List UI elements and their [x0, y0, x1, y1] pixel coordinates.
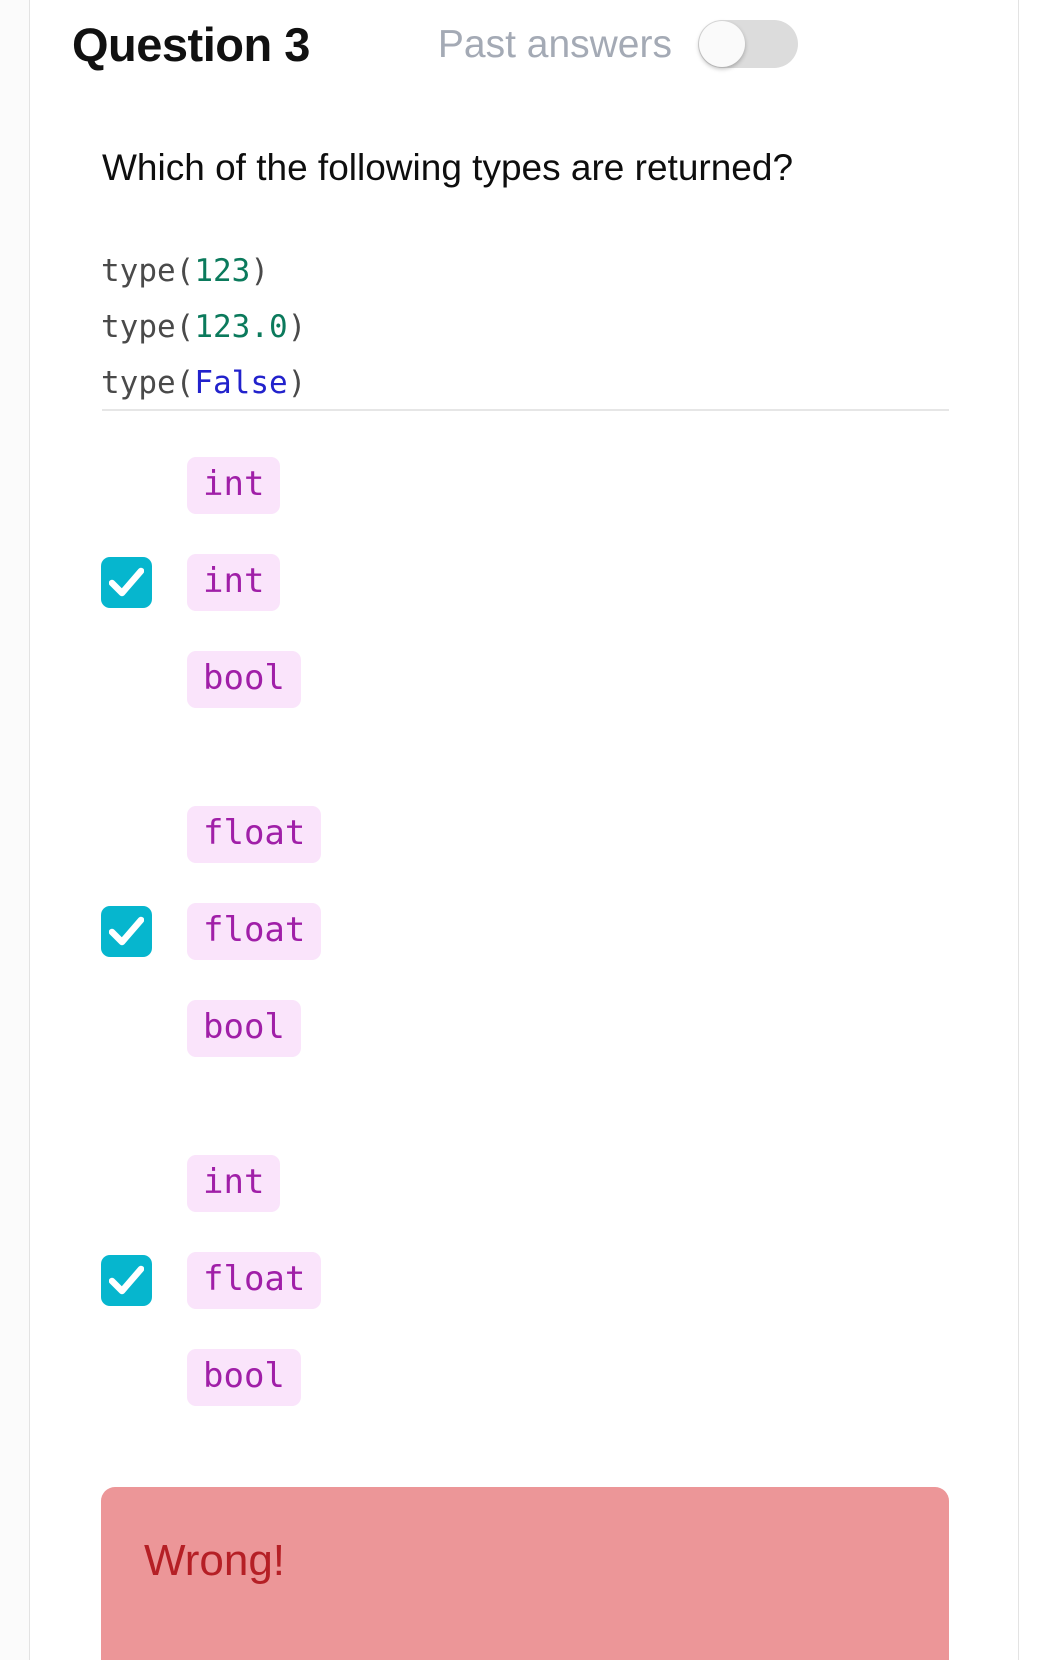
code-token-plain: ) — [250, 253, 269, 289]
code-token-number: 123.0 — [194, 309, 288, 345]
checkbox-slot[interactable] — [101, 654, 187, 705]
toggle-knob-icon — [698, 21, 745, 67]
option-group: int int bool — [101, 437, 961, 728]
code-token-plain: type( — [101, 253, 195, 289]
feedback-banner: Wrong! — [101, 1487, 949, 1660]
code-token-plain: ) — [287, 365, 307, 401]
code-token-plain: ) — [287, 309, 307, 345]
option-label[interactable]: float — [187, 1252, 322, 1309]
code-token-plain: type( — [101, 365, 195, 401]
page-gutter-left — [0, 0, 29, 1660]
option-row[interactable]: bool — [101, 631, 961, 728]
past-answers-toggle[interactable] — [697, 20, 798, 68]
checkbox-slot[interactable] — [101, 1158, 187, 1209]
code-token-boolean: False — [194, 365, 288, 401]
checkbox-checked-icon[interactable] — [101, 557, 152, 608]
code-line: type(False) — [101, 355, 961, 411]
code-block: type(123) type(123.0) type(False) — [101, 243, 961, 411]
question-card: Question 3 Past answers Which of the fol… — [30, 0, 1018, 1660]
checkbox-unchecked-icon[interactable] — [101, 1158, 152, 1209]
option-label[interactable]: bool — [187, 1349, 301, 1406]
option-row[interactable]: bool — [101, 980, 961, 1077]
option-label[interactable]: float — [187, 806, 322, 863]
vertical-scrollbar[interactable] — [1047, 0, 1061, 1660]
option-row[interactable]: int — [101, 534, 961, 631]
section-divider — [102, 409, 949, 411]
past-answers-label: Past answers — [437, 22, 672, 66]
option-label[interactable]: int — [187, 554, 281, 611]
checkbox-slot[interactable] — [101, 460, 187, 511]
option-group: int float bool — [101, 1135, 961, 1426]
checkbox-slot[interactable] — [101, 557, 187, 608]
checkbox-slot[interactable] — [101, 1352, 187, 1403]
checkbox-slot[interactable] — [101, 1003, 187, 1054]
feedback-title: Wrong! — [144, 1536, 286, 1585]
checkbox-slot[interactable] — [101, 1255, 187, 1306]
checkbox-slot[interactable] — [101, 809, 187, 860]
card-right-border — [1018, 0, 1019, 1660]
checkbox-unchecked-icon[interactable] — [101, 654, 152, 705]
option-row[interactable]: float — [101, 786, 961, 883]
option-label[interactable]: int — [187, 1155, 281, 1212]
checkbox-checked-icon[interactable] — [101, 906, 152, 957]
option-row[interactable]: int — [101, 437, 961, 534]
option-label[interactable]: bool — [187, 1000, 301, 1057]
code-token-plain: type( — [101, 309, 195, 345]
checkbox-unchecked-icon[interactable] — [101, 1352, 152, 1403]
option-row[interactable]: bool — [101, 1329, 961, 1426]
checkbox-unchecked-icon[interactable] — [101, 1003, 152, 1054]
option-group: float float bool — [101, 786, 961, 1077]
checkbox-slot[interactable] — [101, 906, 187, 957]
checkbox-unchecked-icon[interactable] — [101, 460, 152, 511]
option-label[interactable]: float — [187, 903, 322, 960]
code-token-number: 123 — [194, 253, 251, 289]
code-line: type(123.0) — [101, 299, 961, 355]
question-header: Question 3 Past answers — [72, 8, 982, 80]
code-line: type(123) — [101, 243, 961, 299]
option-row[interactable]: float — [101, 883, 961, 980]
page-title: Question 3 — [72, 17, 310, 71]
option-label[interactable]: bool — [187, 651, 301, 708]
question-prompt: Which of the following types are returne… — [102, 147, 794, 188]
option-row[interactable]: float — [101, 1232, 961, 1329]
card-left-border — [29, 0, 30, 1660]
option-label[interactable]: int — [187, 457, 281, 514]
option-row[interactable]: int — [101, 1135, 961, 1232]
answer-options: int int bool — [101, 437, 961, 1426]
checkbox-unchecked-icon[interactable] — [101, 809, 152, 860]
checkbox-checked-icon[interactable] — [101, 1255, 152, 1306]
